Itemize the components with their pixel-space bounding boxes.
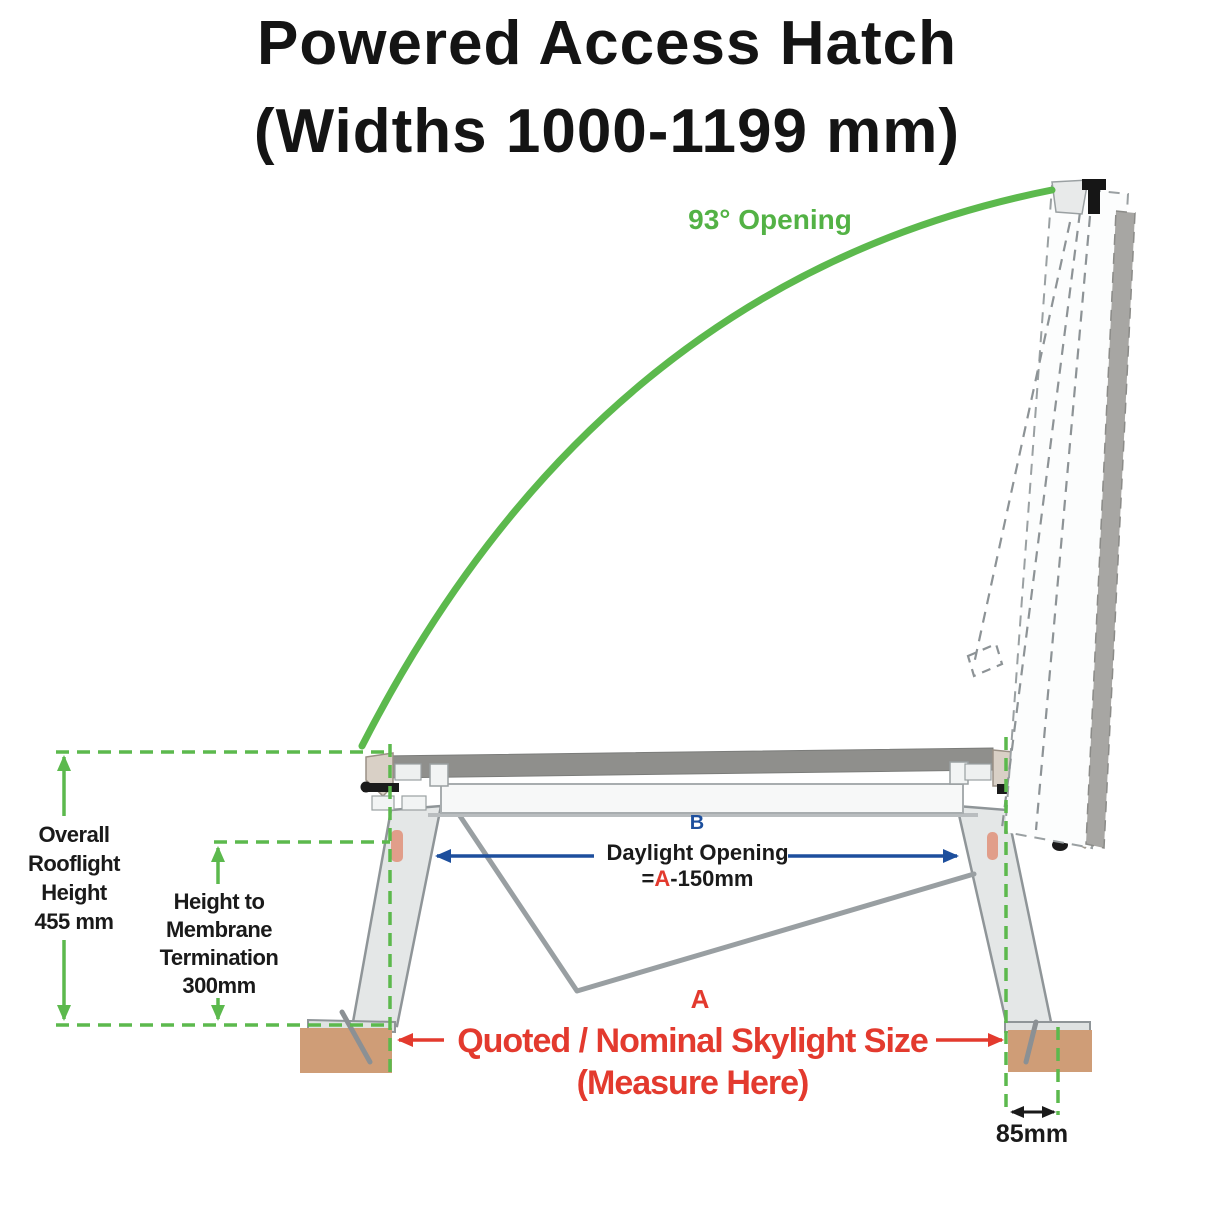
daylight-opening-formula: =A-150mm: [560, 866, 835, 892]
lid-actuator-arm-1: [1000, 211, 1082, 829]
right-fixing-screw: [1023, 1019, 1039, 1065]
green-dashed-lines: [56, 737, 1060, 1115]
kerb-block-right: [1008, 1030, 1092, 1072]
kerb-block-left: [300, 1028, 392, 1073]
daylight-opening-letter: B: [689, 812, 705, 834]
actuator-link-plate: [966, 642, 1004, 678]
frame-right-leg: [955, 804, 1053, 1028]
measure-here-label: (Measure Here): [576, 1064, 810, 1102]
daylight-opening-label: Daylight Opening: [606, 840, 789, 865]
formula-rest: -150mm: [670, 866, 754, 891]
lid-top-bar: [379, 747, 994, 779]
formula-equals: =: [641, 866, 655, 891]
lid-top-cap-gray: [1051, 179, 1089, 215]
open-lid: [966, 179, 1136, 850]
page-title-line1: Powered Access Hatch: [256, 9, 957, 78]
opening-angle-label: 93° Opening: [688, 204, 852, 235]
green-dimension-arrows: [57, 755, 225, 1021]
left-hinge-bolt-head: [360, 781, 372, 793]
right-membrane-mark: [987, 832, 998, 860]
left-cap-bracket: [371, 795, 395, 811]
left-cap-detail: [394, 763, 422, 781]
left-membrane-mark: [391, 830, 403, 862]
skylight-size-letter: A: [690, 984, 710, 1014]
internal-liner: [455, 810, 977, 994]
overall-rooflight-height-label: Overall Rooflight Height 455 mm: [27, 822, 121, 934]
lid-top-screw-cap: [1082, 179, 1106, 190]
left-fixing-screw: [339, 1009, 373, 1065]
right-cap-detail: [964, 763, 992, 781]
lid-actuator-arm-2: [1034, 215, 1092, 831]
kerb-width-label: 85mm: [995, 1120, 1069, 1148]
left-hinge-bolt: [363, 783, 399, 792]
page-title-line2: (Widths 1000-1199 mm): [253, 97, 961, 166]
glazing-strip: [440, 783, 964, 814]
lid-tab-left: [429, 763, 449, 787]
formula-variable-a: A: [654, 866, 671, 891]
left-leg-notch: [401, 795, 427, 811]
opening-arc: [358, 186, 1056, 750]
membrane-termination-height-label: Height to Membrane Termination 300mm: [159, 889, 279, 998]
quoted-skylight-size-label: Quoted / Nominal Skylight Size: [457, 1022, 929, 1060]
open-lid-glazing-strip: [1085, 210, 1136, 849]
